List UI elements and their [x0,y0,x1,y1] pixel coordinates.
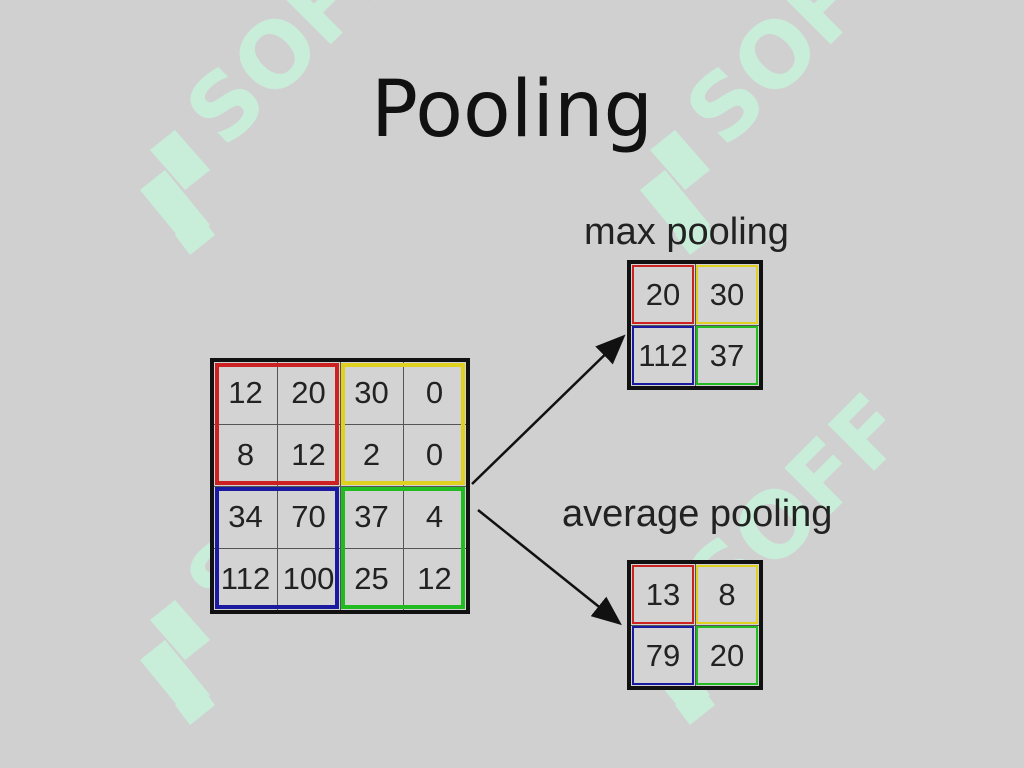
grid-cell: 20 [291,375,326,410]
grid-cell: 0 [425,437,444,472]
grid-cell: 13 [645,576,681,612]
grid-cell: 30 [354,375,389,410]
grid-line [631,624,759,626]
grid-line [631,324,759,326]
grid-cell: 12 [417,561,452,596]
average-pooling-label: average pooling [562,493,833,535]
grid-cell: 30 [709,276,745,312]
grid-line [214,485,466,487]
grid-cell: 112 [220,561,271,596]
grid-cell: 37 [709,337,745,373]
grid-line [214,547,466,549]
arrow-to-average-pooling [477,509,622,626]
grid-cell: 34 [228,499,263,534]
page-title: Pooling [371,65,653,155]
grid-cell: 4 [425,499,444,534]
grid-cell: 37 [354,499,389,534]
grid-cell: 12 [291,437,326,472]
grid-cell: 100 [282,561,335,596]
grid-cell: 2 [362,437,381,472]
grid-cell: 0 [425,375,444,410]
grid-cell: 79 [645,637,681,673]
arrow-to-max-pooling [471,334,626,485]
max-pooling-label: max pooling [584,211,789,253]
grid-cell: 8 [236,437,255,472]
max-pooling-output: 20 30 112 37 [627,260,763,390]
grid-cell: 112 [638,337,688,373]
grid-cell: 20 [709,637,745,673]
grid-line [214,423,466,425]
grid-cell: 70 [291,499,326,534]
grid-cell: 20 [645,276,681,312]
grid-cell: 25 [354,561,389,596]
grid-cell: 8 [718,576,736,612]
grid-cell: 12 [228,375,263,410]
